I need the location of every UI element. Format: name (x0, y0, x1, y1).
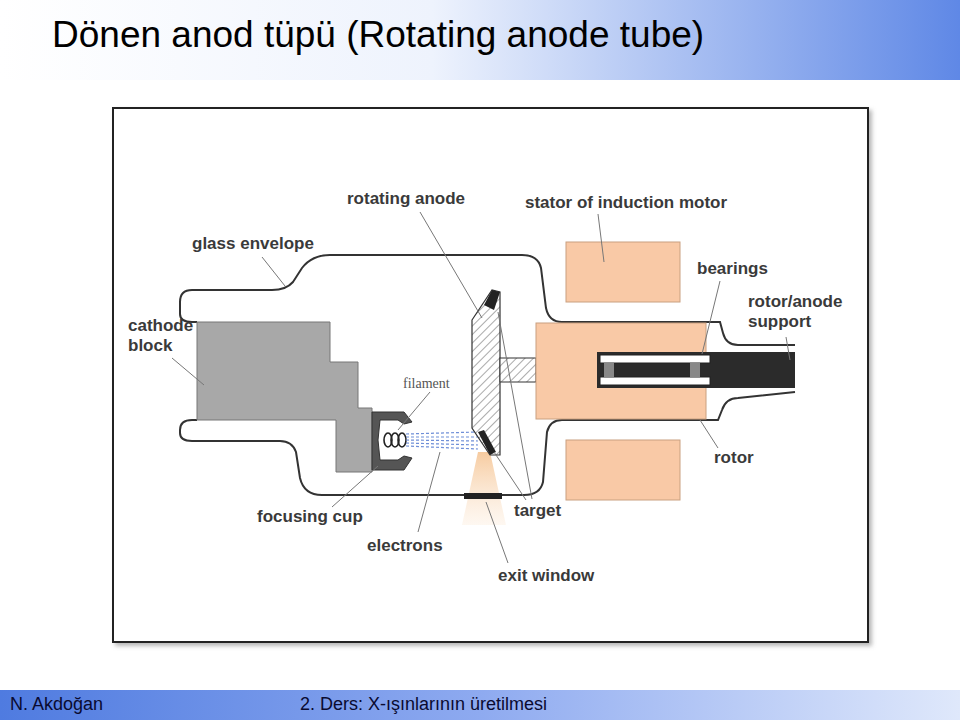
part-label: target (514, 501, 561, 521)
part-label: rotor/anode support (748, 292, 860, 331)
bearing (604, 363, 614, 377)
part-label: rotating anode (347, 189, 465, 209)
cathode-block (197, 322, 372, 472)
slide-title: Dönen anod tüpü (Rotating anode tube) (52, 14, 704, 56)
footer-bar (0, 690, 960, 720)
part-label: exit window (498, 566, 594, 586)
leader-lines (172, 212, 790, 563)
stator-block (566, 440, 680, 500)
footer-lecture: 2. Ders: X-ışınlarının üretilmesi (300, 694, 547, 715)
bearing (600, 377, 710, 385)
support-rod (597, 352, 795, 388)
part-label: rotor (714, 448, 754, 468)
title-bar (0, 0, 960, 80)
stator-block (566, 242, 680, 302)
bearing (690, 363, 700, 377)
figure-frame (113, 108, 868, 642)
glass-envelope (180, 255, 795, 495)
part-label: stator of induction motor (525, 193, 727, 213)
part-label: bearings (697, 259, 768, 279)
exit-window (464, 493, 502, 499)
xray-beam (462, 452, 506, 525)
anode-stem (500, 358, 536, 382)
footer-author: N. Akdoğan (10, 694, 103, 715)
anode-disk (472, 290, 500, 455)
part-label: glass envelope (192, 234, 314, 254)
part-label: cathode block (128, 316, 200, 355)
target-track (484, 290, 500, 310)
filament-coil (384, 433, 406, 447)
part-label: focusing cup (257, 507, 363, 527)
electron-beam (406, 432, 478, 449)
target-track (478, 430, 496, 455)
bearing (600, 355, 710, 363)
part-label: filament (403, 376, 450, 392)
part-label: electrons (367, 536, 443, 556)
